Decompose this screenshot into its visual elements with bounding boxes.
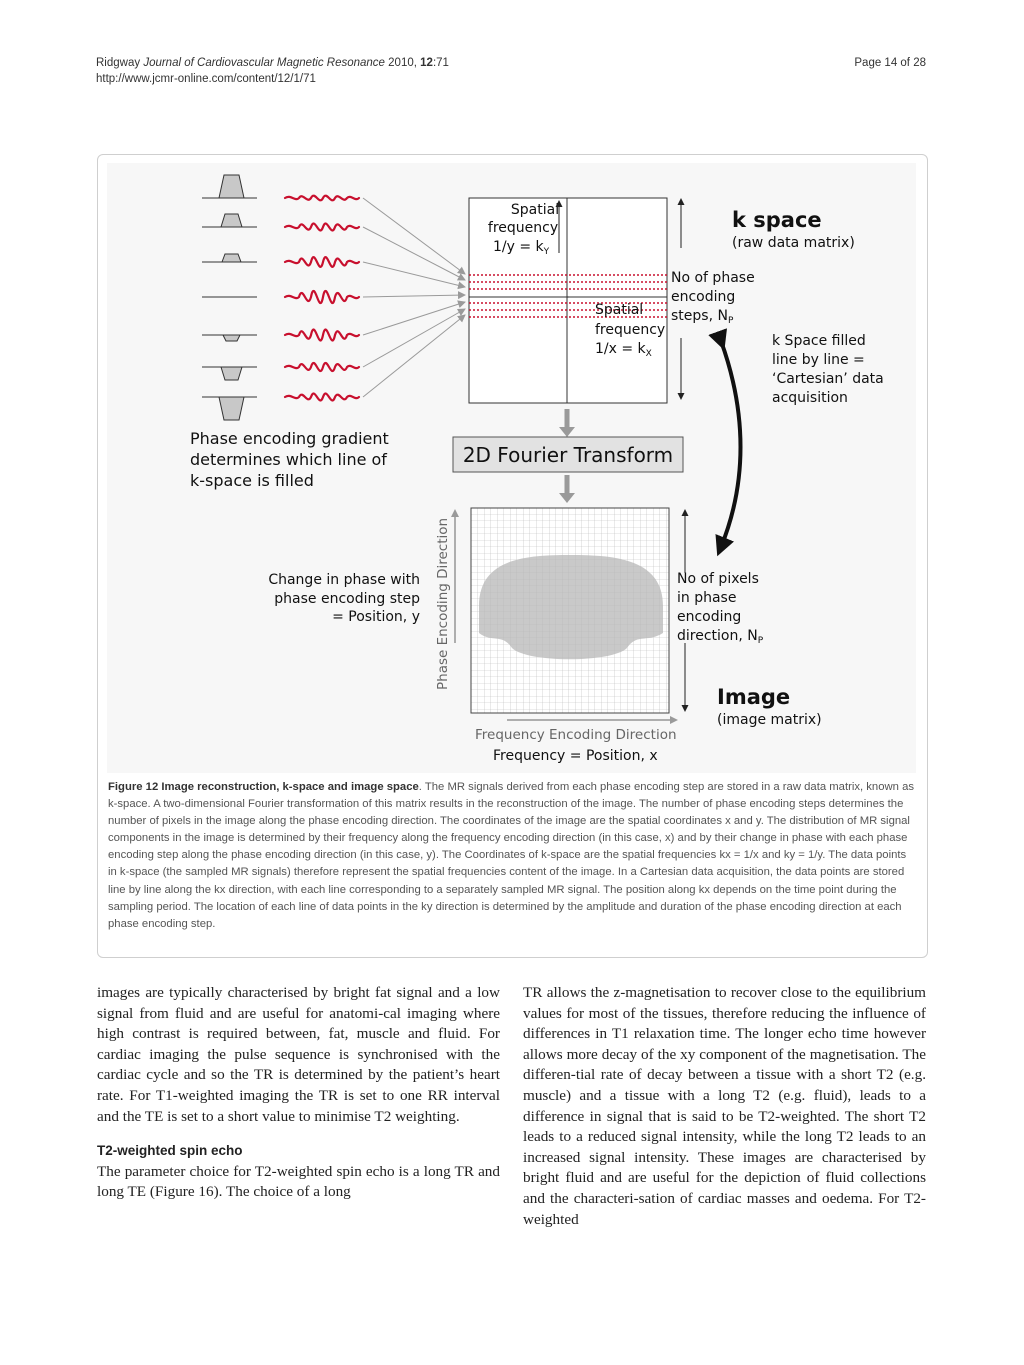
kx-label-line3: 1/x = kX xyxy=(595,341,652,359)
pixels-line4: direction, NP xyxy=(677,628,764,646)
fourier-label: 2D Fourier Transform xyxy=(463,443,673,467)
filled-line3: ‘Cartesian’ data xyxy=(772,371,884,387)
image-title: Image xyxy=(717,685,790,709)
frequency-position-label: Frequency = Position, x xyxy=(493,748,658,764)
header-author: Ridgway xyxy=(96,57,141,69)
kx-label-line2: frequency xyxy=(595,322,665,338)
section-heading: T2-weighted spin echo xyxy=(97,1143,243,1159)
image-matrix xyxy=(470,507,670,714)
header-url[interactable]: http://www.jcmr-online.com/content/12/1/… xyxy=(96,73,316,85)
paragraph: The parameter choice for T2-weighted spi… xyxy=(97,1162,500,1201)
running-header: Ridgway Journal of Cardiovascular Magnet… xyxy=(96,57,449,69)
gradient-text-line1: Phase encoding gradient xyxy=(190,429,389,448)
filled-line4: acquisition xyxy=(772,390,848,406)
change-line1: Change in phase with xyxy=(268,572,420,588)
header-article: :71 xyxy=(432,57,449,69)
filled-line1: k Space filled xyxy=(772,333,866,349)
caption-title: Figure 12 Image reconstruction, k-space … xyxy=(108,781,419,793)
fourier-transform-box: 2D Fourier Transform xyxy=(452,409,684,503)
body-column-left: images are typically characterised by br… xyxy=(97,983,500,1203)
change-line3: = Position, y xyxy=(332,609,420,625)
gradient-text-line3: k-space is filled xyxy=(190,471,314,490)
header-volume: 12 xyxy=(420,57,433,69)
phase-steps-line3: steps, NP xyxy=(671,308,734,326)
phase-direction-label: Phase Encoding Direction xyxy=(435,518,451,690)
kx-label-line1: Spatial xyxy=(595,302,643,318)
pixels-line3: encoding xyxy=(677,609,741,625)
paragraph: TR allows the z-magnetisation to recover… xyxy=(523,984,926,1228)
paragraph: images are typically characterised by br… xyxy=(97,984,500,1125)
ky-label-line3: 1/y = kY xyxy=(493,239,550,257)
curved-double-arrow xyxy=(708,328,743,557)
gradient-shapes xyxy=(202,174,257,421)
filled-line2: line by line = xyxy=(772,352,865,368)
change-line2: phase encoding step xyxy=(274,591,420,607)
gradient-text-line2: determines which line of xyxy=(190,450,387,469)
figure-diagram: Spatial frequency 1/y = kY k space (raw … xyxy=(107,163,916,773)
header-year: 2010, xyxy=(388,57,421,69)
signal-to-kspace-arrows xyxy=(362,197,466,398)
pixels-line1: No of pixels xyxy=(677,571,759,587)
pixels-line2: in phase xyxy=(677,590,736,606)
kspace-title: k space xyxy=(732,208,822,232)
header-journal: Journal of Cardiovascular Magnetic Reson… xyxy=(143,57,385,69)
kspace-subtitle: (raw data matrix) xyxy=(732,235,855,251)
ky-label-line1: Spatial xyxy=(511,202,559,218)
frequency-direction-label: Frequency Encoding Direction xyxy=(475,727,677,743)
mr-signals xyxy=(283,194,361,402)
figure-caption: Figure 12 Image reconstruction, k-space … xyxy=(108,779,916,933)
phase-steps-line2: encoding xyxy=(671,289,735,305)
image-subtitle: (image matrix) xyxy=(717,712,822,728)
page-number: Page 14 of 28 xyxy=(854,57,926,69)
kspace-matrix xyxy=(468,197,668,404)
caption-body: . The MR signals derived from each phase… xyxy=(108,781,915,930)
body-column-right: TR allows the z-magnetisation to recover… xyxy=(523,983,926,1230)
phase-steps-line1: No of phase xyxy=(671,270,755,286)
ky-label-line2: frequency xyxy=(488,220,558,236)
